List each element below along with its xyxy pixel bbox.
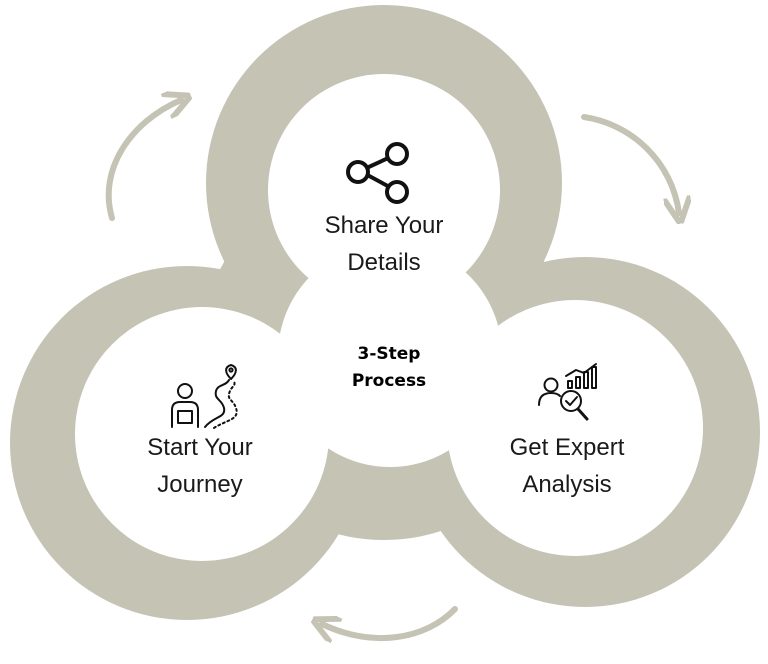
share-icon (346, 142, 409, 204)
center-title-line2: Process (351, 371, 427, 391)
step-label-line2: Details (347, 249, 421, 276)
step-expert-analysis-label: Get Expert Analysis (467, 429, 667, 503)
center-title-line1: 3-Step (357, 344, 421, 364)
inner-area (75, 74, 703, 561)
cycle-arrow-top-left (105, 100, 181, 221)
step-label-line2: Journey (157, 471, 243, 498)
step-label-line1: Start Your (147, 434, 253, 461)
journey-icon (171, 364, 238, 429)
center-title: 3-Step Process (314, 341, 464, 395)
step-label-line2: Analysis (522, 471, 612, 498)
step-label-line1: Share Your (324, 212, 444, 239)
expert-analysis-icon (538, 363, 597, 421)
step-start-journey-label: Start Your Journey (100, 429, 300, 503)
cycle-arrow-top-right (581, 114, 679, 213)
step-label-line1: Get Expert (509, 434, 625, 461)
cycle-arrow-bottom (322, 606, 458, 638)
step-share-details-label: Share Your Details (284, 207, 484, 281)
